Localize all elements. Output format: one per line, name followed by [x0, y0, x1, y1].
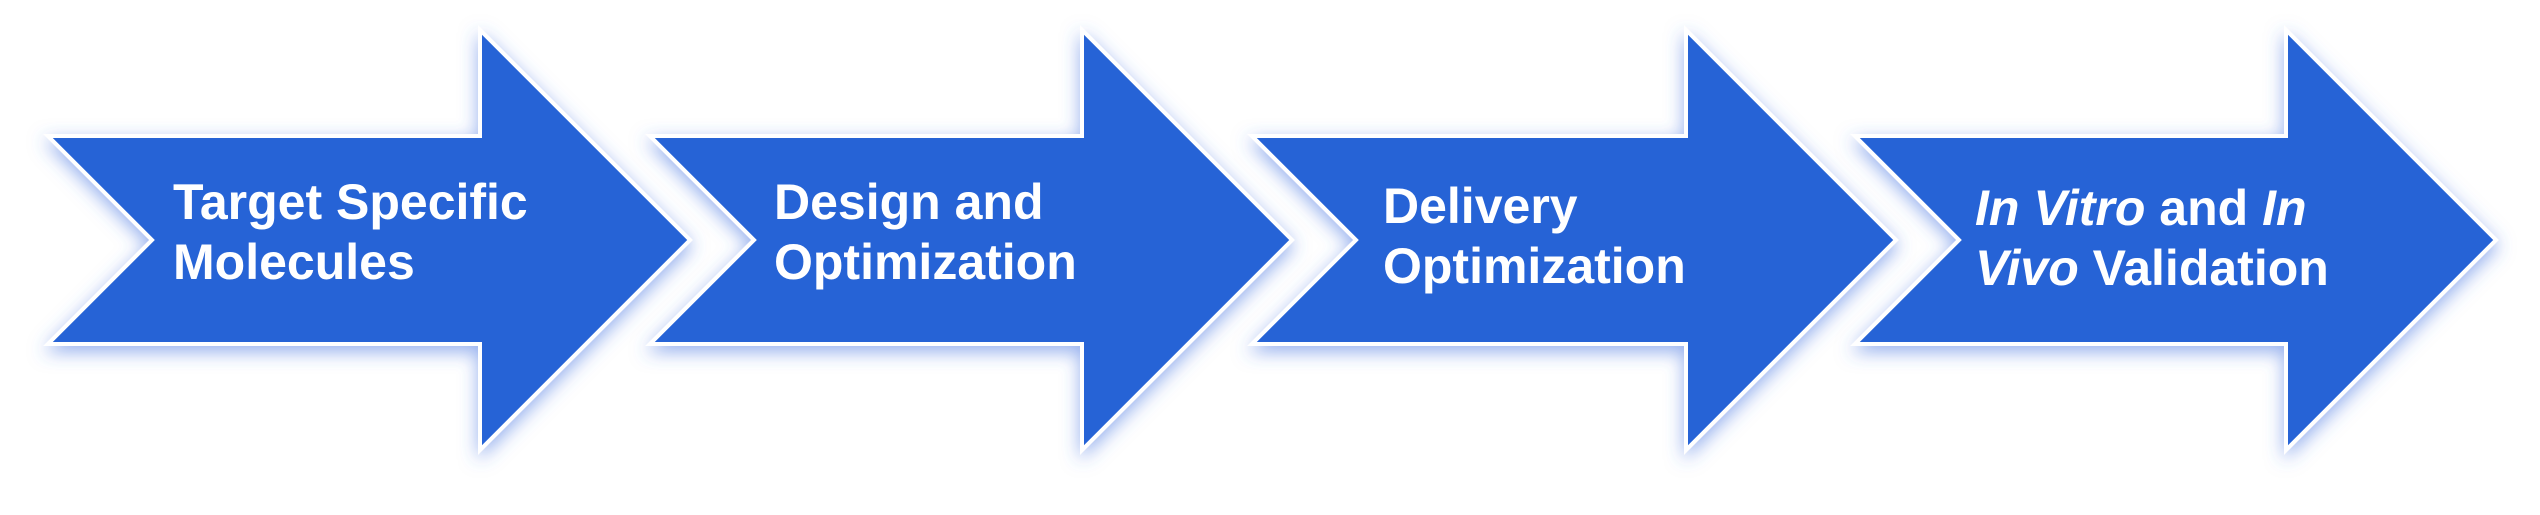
arrow-step-2 — [645, 25, 1295, 455]
step-1-line-2: Molecules — [173, 234, 415, 290]
step-2-label: Design and Optimization — [774, 172, 1077, 292]
step-3-line-2: Optimization — [1383, 238, 1686, 294]
step-4-line-1: In Vitro and In — [1975, 178, 2329, 238]
step-4-line-2: Vivo Validation — [1975, 238, 2329, 298]
step-3-label: Delivery Optimization — [1383, 176, 1686, 296]
step-2-line-1: Design and — [774, 174, 1044, 230]
arrow-step-4 — [1850, 25, 2499, 455]
step-2-line-2: Optimization — [774, 234, 1077, 290]
step-4-label: In Vitro and In Vivo Validation — [1975, 178, 2329, 298]
step-4-validation: Validation — [2078, 240, 2329, 296]
step-4-italic-in: In — [2262, 180, 2307, 236]
step-1-line-1: Target Specific — [173, 174, 528, 230]
step-4-italic-vivo: Vivo — [1975, 240, 2079, 296]
arrow-step-3 — [1247, 25, 1899, 455]
step-1-label: Target Specific Molecules — [173, 172, 528, 292]
step-3-line-1: Delivery — [1383, 178, 1578, 234]
step-4-italic-in-vitro: In Vitro — [1975, 180, 2146, 236]
arrow-step-1 — [43, 25, 693, 455]
step-4-and: and — [2145, 180, 2263, 236]
